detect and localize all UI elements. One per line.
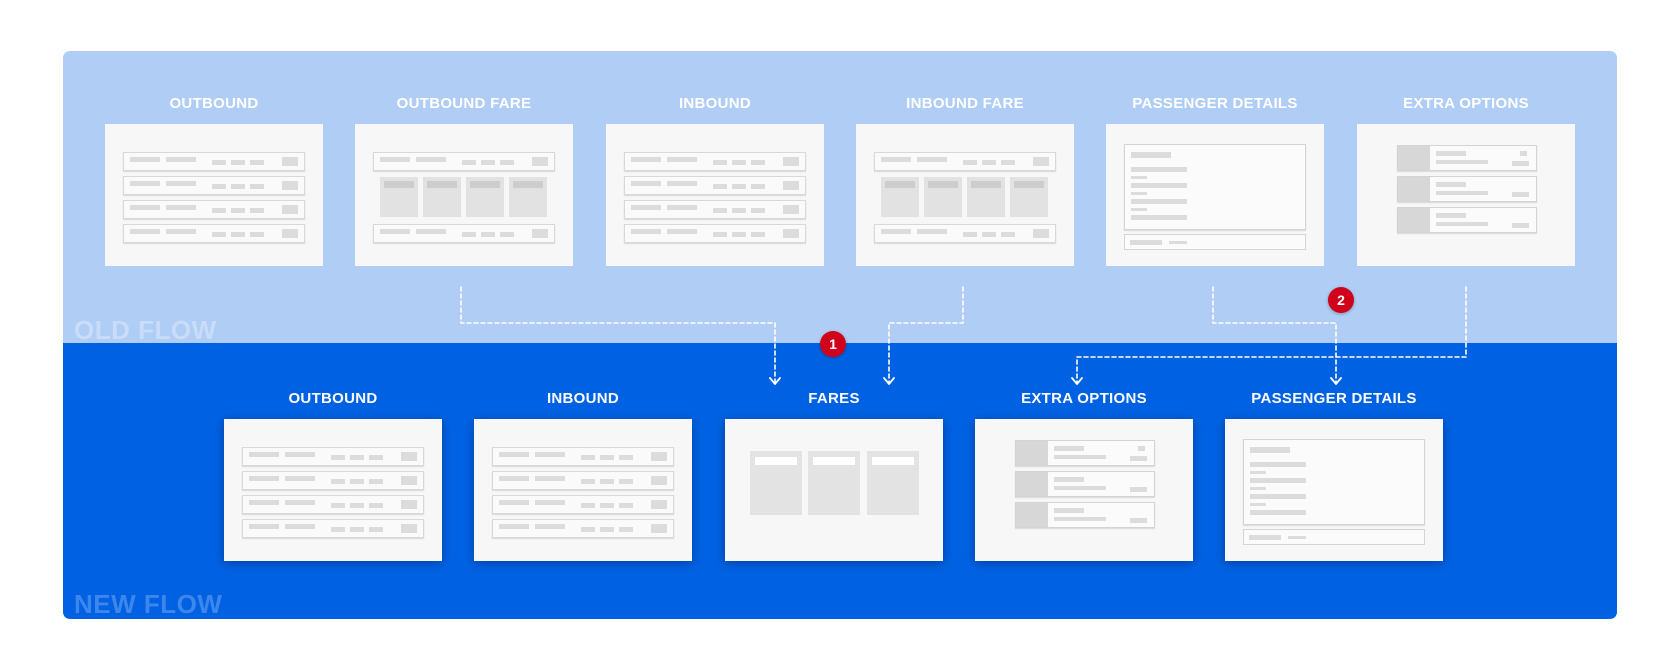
list-row	[492, 495, 674, 514]
arrowhead-down-icon	[1330, 377, 1342, 385]
arrowhead-down-icon	[1071, 377, 1083, 385]
old-outbound-screen	[105, 124, 323, 266]
connector-inbound-fare-to-fares	[888, 286, 964, 383]
old-step-title-extra-options: EXTRA OPTIONS	[1403, 95, 1529, 112]
old-step-title-inbound-fare: INBOUND FARE	[906, 95, 1024, 112]
selected-flight-row	[373, 152, 555, 171]
old-outbound-fare-screen	[355, 124, 573, 266]
list-row	[492, 519, 674, 538]
list-row	[242, 471, 424, 490]
new-step-title-extra-options: EXTRA OPTIONS	[1021, 390, 1147, 407]
fare-option	[867, 451, 919, 515]
fare-option	[423, 177, 461, 217]
old-step-title-outbound: OUTBOUND	[169, 95, 259, 112]
list-row	[242, 447, 424, 466]
arrowhead-down-icon	[769, 377, 781, 385]
new-passenger-details-screen	[1225, 419, 1443, 561]
selected-flight-row	[874, 152, 1056, 171]
list-row	[242, 495, 424, 514]
form-footer	[1243, 529, 1425, 545]
connector-passenger-details-move	[1212, 286, 1337, 383]
list-row	[874, 224, 1056, 243]
list-row	[123, 176, 305, 195]
list-row	[242, 519, 424, 538]
new-fares-screen	[725, 419, 943, 561]
new-flow-label: NEW FLOW	[74, 589, 223, 619]
fare-option	[808, 451, 860, 515]
extra-option-row	[1015, 471, 1155, 497]
old-passenger-details-screen	[1106, 124, 1324, 266]
passenger-form	[1124, 144, 1306, 230]
passenger-form	[1243, 439, 1425, 525]
fare-option	[380, 177, 418, 217]
old-step-title-inbound: INBOUND	[678, 95, 752, 112]
list-row	[123, 152, 305, 171]
old-flow-label: OLD FLOW	[74, 315, 217, 345]
extra-option-row	[1397, 207, 1537, 233]
new-step-title-inbound: INBOUND	[546, 390, 620, 407]
list-row	[492, 471, 674, 490]
form-footer	[1124, 234, 1306, 250]
extra-option-row	[1397, 145, 1537, 171]
fare-option	[509, 177, 547, 217]
arrowhead-down-icon	[883, 377, 895, 385]
fare-option	[967, 177, 1005, 217]
new-step-title-passenger-details: PASSENGER DETAILS	[1251, 390, 1417, 407]
fare-option	[1010, 177, 1048, 217]
list-row	[624, 152, 806, 171]
list-row	[624, 176, 806, 195]
list-row	[492, 447, 674, 466]
fare-option	[750, 451, 802, 515]
list-row	[123, 200, 305, 219]
extra-option-row	[1015, 502, 1155, 528]
annotation-badge-2: 2	[1328, 287, 1354, 313]
old-inbound-fare-screen	[856, 124, 1074, 266]
fare-option	[466, 177, 504, 217]
old-extra-options-screen	[1357, 124, 1575, 266]
list-row	[123, 224, 305, 243]
new-inbound-screen	[474, 419, 692, 561]
new-step-title-outbound: OUTBOUND	[288, 390, 378, 407]
list-row	[624, 224, 806, 243]
connector-extra-options-move	[1076, 286, 1467, 383]
connector-outbound-fare-to-fares	[460, 286, 776, 383]
new-extra-options-screen	[975, 419, 1193, 561]
old-step-title-outbound-fare: OUTBOUND FARE	[396, 95, 532, 112]
extra-option-row	[1397, 176, 1537, 202]
annotation-badge-1: 1	[820, 331, 846, 357]
new-step-title-fares: FARES	[808, 390, 860, 407]
list-row	[373, 224, 555, 243]
extra-option-row	[1015, 440, 1155, 466]
list-row	[624, 200, 806, 219]
old-inbound-screen	[606, 124, 824, 266]
fare-option	[881, 177, 919, 217]
new-outbound-screen	[224, 419, 442, 561]
fare-option	[924, 177, 962, 217]
old-step-title-passenger-details: PASSENGER DETAILS	[1132, 95, 1298, 112]
